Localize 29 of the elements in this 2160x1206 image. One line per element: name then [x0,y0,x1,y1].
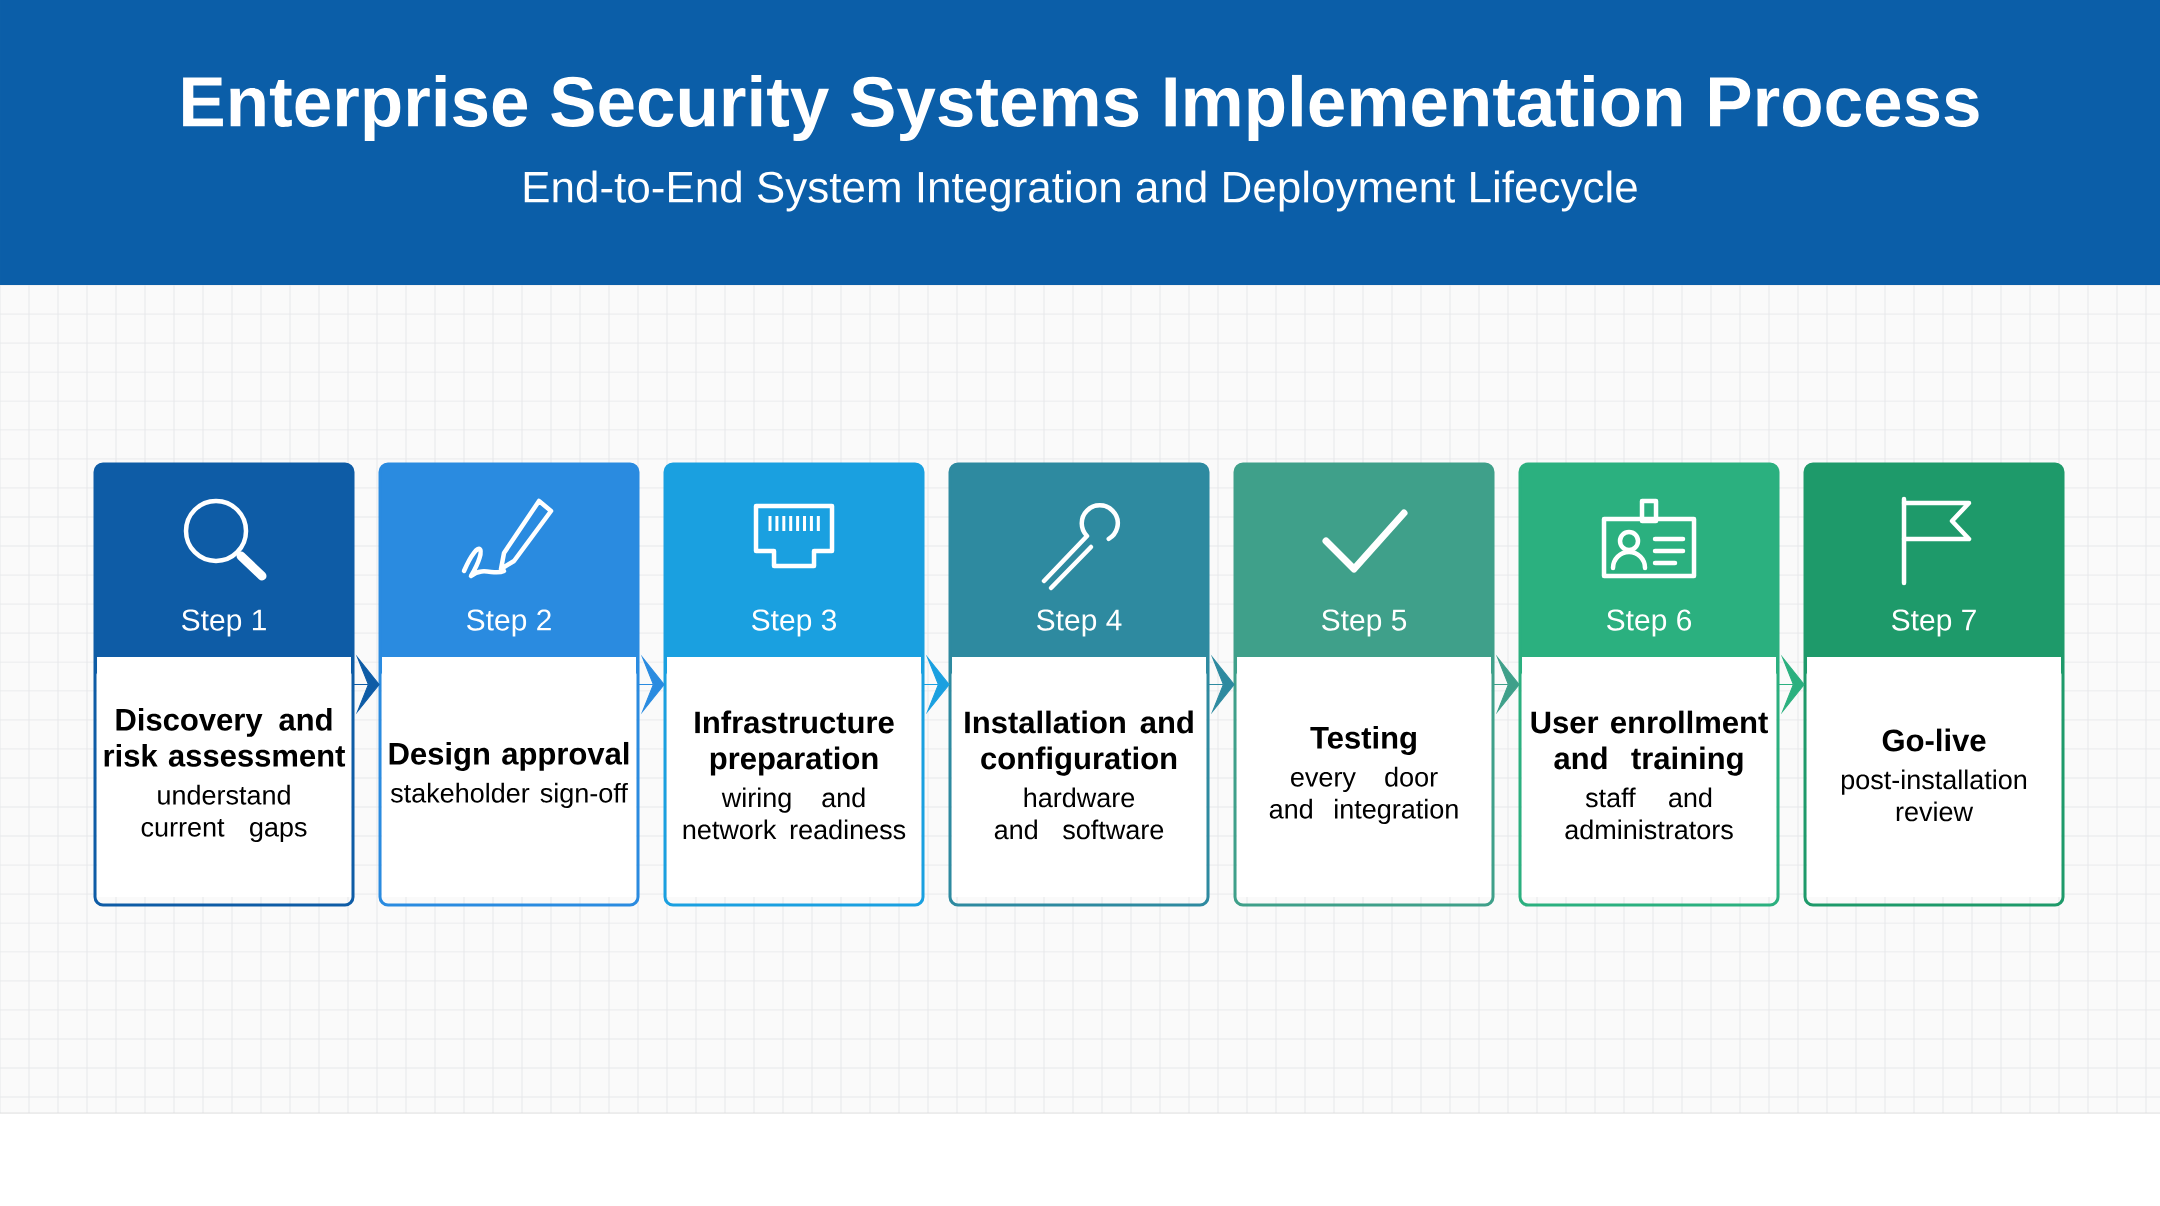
step-card [1518,462,1780,907]
step-card [948,462,1210,907]
step-label: Step 2 [467,609,551,637]
step-description: Discovery and risk assessment understand current gaps [104,707,346,843]
step-card [1233,462,1495,907]
chevron-arrow [352,656,380,713]
chevron-arrow [922,656,950,713]
chevron-arrow [1207,656,1235,713]
step-description: Go-live post-installation review [1841,728,2027,822]
step-card [378,462,640,907]
step-description: Infrastructure preparation wiring and network readiness [683,710,906,840]
step-label: Step 7 [1892,609,1976,637]
step-label: Step 4 [1037,609,1122,637]
step-label: Step 1 [182,609,266,637]
step-card [93,462,355,907]
step-description: Testing every door and integration [1269,725,1458,825]
step-label: Step 3 [752,609,837,637]
subtitle: End-to-End System Integration and Deployment Lifecycle [524,170,1637,212]
step-label: Step 5 [1322,609,1407,637]
chevron-arrow [637,656,665,713]
step-description: Design approval stakeholder sign-off [389,741,629,809]
step-card [663,462,925,907]
chevron-arrow [1492,656,1520,713]
chevron-arrow [1777,656,1805,713]
title: Enterprise Security Systems Implementation Process [183,74,1979,142]
step-description: Installation and configuration hardware and software [965,710,1193,840]
step-description: User enrollment and training staff and administrators [1531,710,1768,840]
step-card [1803,462,2065,907]
step-label: Step 6 [1607,609,1692,637]
